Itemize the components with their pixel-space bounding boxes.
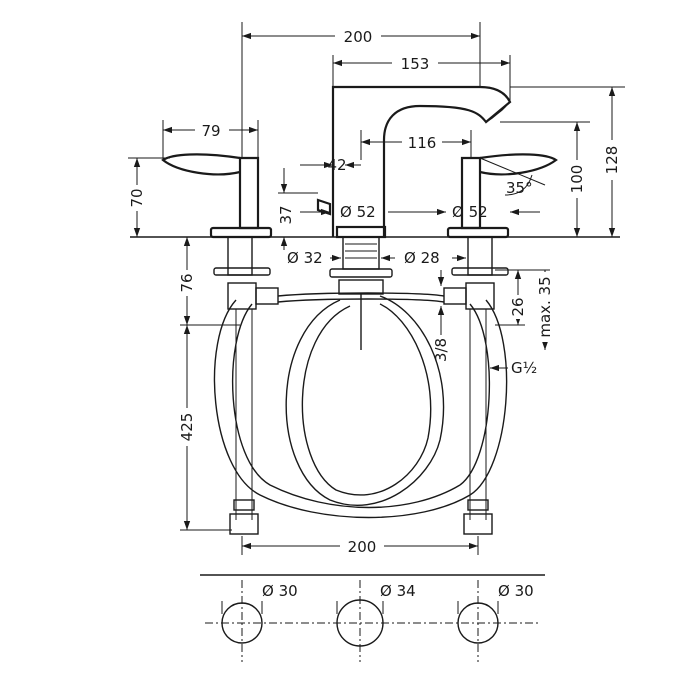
label-spout-base-offset: 42 [327,156,346,174]
dimension-bottom-width: 200 [241,536,479,556]
dimension-overall-width: 200 [241,22,481,158]
mounting-holes-plan: Ø 30 Ø 34 Ø 30 [200,574,545,662]
dimension-dia-32: Ø 32 [287,249,341,267]
dimension-max-thickness: max. 35 [536,270,554,350]
label-max-thickness: max. 35 [536,276,554,337]
dimension-thread-g12: G½ [490,359,537,377]
hole-left: Ø 30 [221,580,298,662]
dimension-handle-diameter: Ø 52 [390,203,540,221]
label-overall-height: 128 [603,146,621,175]
dimension-dia-28: Ø 28 [381,249,466,267]
left-handle [161,153,273,239]
center-spout-shank [329,236,393,350]
connection-hoses [213,292,508,519]
label-handle-diameter: Ø 52 [452,203,488,221]
label-spout-diameter: Ø 52 [340,203,376,221]
dimension-spout-height: 100 [500,121,590,237]
label-center-offset: 116 [408,134,437,152]
label-handle-base-height: 37 [277,205,295,224]
label-thread-g12: G½ [511,359,537,377]
dimension-spout-diameter: Ø 52 [300,203,395,221]
label-hole-left: Ø 30 [262,582,298,600]
label-bottom-width: 200 [348,538,377,556]
hole-center: Ø 34 [336,580,416,662]
dimension-hose-length: 425 [178,325,232,531]
label-connector-height: 26 [509,297,527,316]
dimension-center-offset: 116 [360,130,472,160]
dimension-handle-base-height: 37 [277,168,318,250]
label-handle-width: 79 [201,122,220,140]
dimension-thread-3-8: 3/8 [432,270,450,362]
label-dia-32: Ø 32 [287,249,323,267]
label-shank-length: 76 [178,273,196,292]
label-dia-28: Ø 28 [404,249,440,267]
label-hole-center: Ø 34 [380,582,416,600]
label-overall-width: 200 [344,28,373,46]
dimension-spout-reach: 153 [332,54,511,102]
label-spout-reach: 153 [401,55,430,73]
dimension-handle-angle: 35° [479,157,546,197]
dimension-handle-height: 70 [128,157,170,237]
hole-right: Ø 30 [457,580,534,662]
label-handle-height: 70 [128,188,146,207]
dimension-handle-width: 79 [162,120,259,160]
dimension-spout-base-offset: 42 [300,156,361,174]
label-spout-height: 100 [568,165,586,194]
left-valve-body [213,236,279,535]
label-hose-length: 425 [178,413,196,442]
dimension-shank-length: 76 [178,236,240,326]
label-thread-3-8: 3/8 [432,338,450,362]
label-handle-angle: 35° [506,179,533,197]
dimension-connector-height: 26 [495,269,550,326]
dimension-overall-height: 128 [510,86,625,237]
label-hole-right: Ø 30 [498,582,534,600]
